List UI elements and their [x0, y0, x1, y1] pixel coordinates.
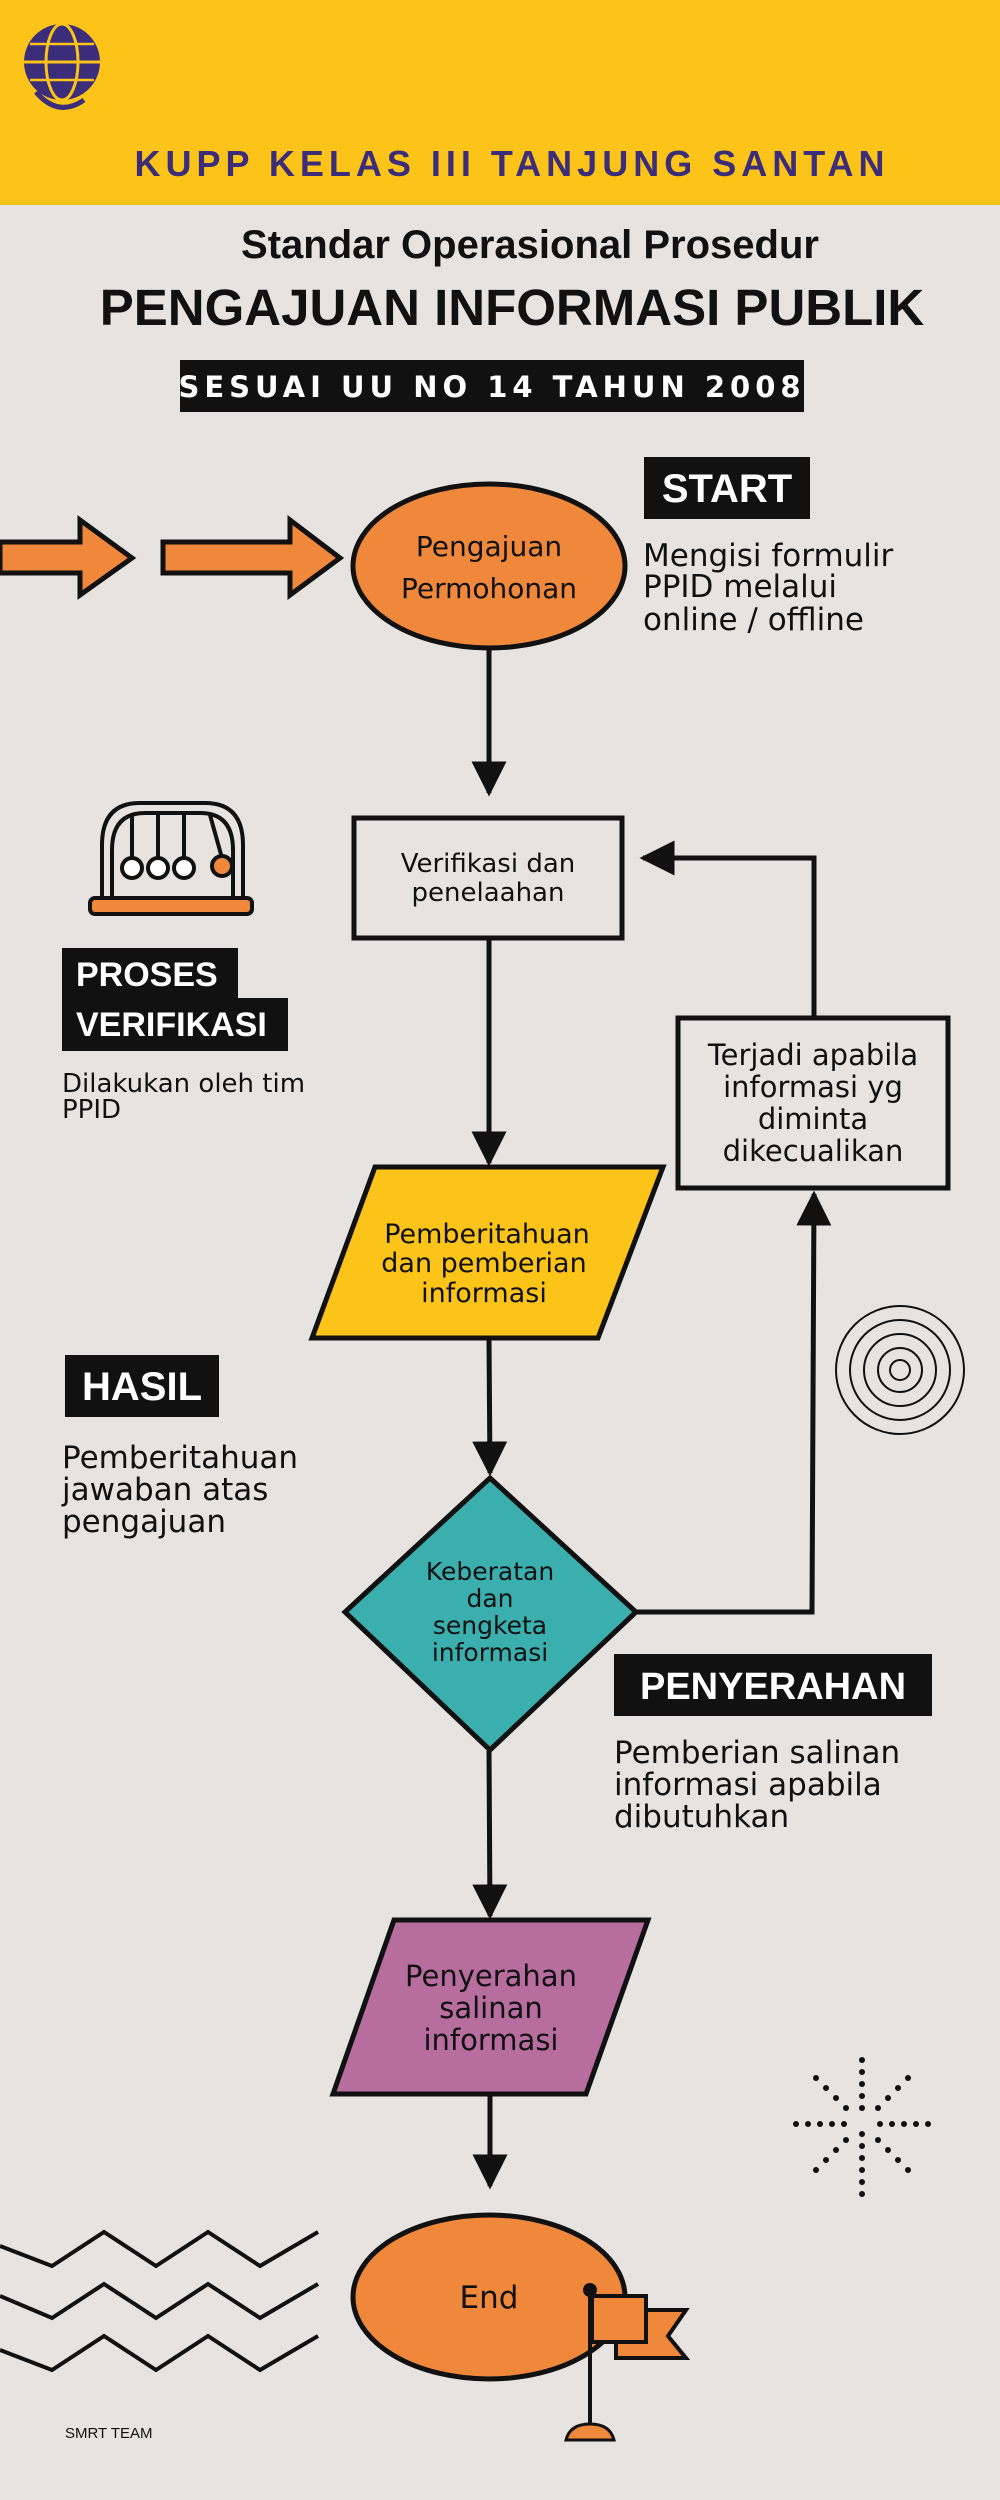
penyerahan-tag — [614, 1654, 932, 1716]
start-tag — [644, 457, 810, 519]
notice-node-text: Pemberitahuan dan pemberian informasi — [381, 1219, 590, 1309]
zigzag-lines-icon — [0, 2229, 320, 2373]
handover-node-text: Penyerahan salinan informasi — [405, 1959, 577, 2057]
start-node-line1: Pengajuan — [416, 530, 562, 563]
start-desc-line: PPID melalui — [643, 569, 837, 605]
start-description: Mengisi formulir PPID melalui online / o… — [643, 538, 894, 638]
dispute-node-text: Keberatan dan sengketa informasi — [426, 1557, 554, 1667]
newtons-cradle-icon — [88, 801, 254, 916]
verify-desc-line: Dilakukan oleh tim — [62, 1069, 305, 1099]
hasil-desc-line: jawaban atas — [61, 1472, 268, 1508]
notice-node-line: Pemberitahuan — [384, 1219, 590, 1250]
hasil-description: Pemberitahuan jawaban atas pengajuan — [61, 1440, 298, 1540]
org-name: KUPP KELAS III TANJUNG SANTAN — [134, 143, 889, 184]
start-desc-line: online / offline — [643, 602, 864, 638]
penyerahan-tag-text: PENYERAHAN — [640, 1666, 906, 1708]
verify-tag-line: VERIFIKASI — [76, 1006, 267, 1044]
start-node-line2: Permohonan — [401, 572, 577, 605]
start-desc-line: Mengisi formulir — [643, 538, 894, 574]
exception-node-line: Terjadi apabila — [707, 1038, 918, 1072]
start-node — [350, 481, 628, 651]
verify-node-line: Verifikasi dan — [401, 849, 576, 879]
connector-notice-dispute — [472, 1339, 508, 1477]
hasil-tag — [65, 1355, 219, 1417]
notice-node-line: dan pemberian — [381, 1248, 586, 1279]
verify-desc-line: PPID — [62, 1095, 121, 1125]
law-badge — [180, 360, 804, 412]
connector-exception-verify — [639, 840, 817, 1016]
handover-node-line: Penyerahan — [405, 1959, 577, 1993]
globe-logo-icon — [24, 22, 100, 110]
connector-dispute-handover — [472, 1749, 508, 1920]
footer-credit: SMRT TEAM — [65, 2425, 153, 2442]
arrow-right-icon — [160, 514, 345, 600]
penyerahan-desc-line: dibutuhkan — [614, 1799, 789, 1835]
exception-node-line: diminta — [758, 1102, 868, 1136]
handover-node-line: salinan — [439, 1991, 543, 2025]
hasil-tag-text: HASIL — [82, 1365, 202, 1409]
end-node-text: End — [460, 2280, 519, 2316]
verify-node — [351, 815, 625, 941]
title-line1: Standar Operasional Prosedur — [241, 223, 819, 267]
law-badge-text: SESUAI UU NO 14 TAHUN 2008 — [178, 370, 805, 404]
dispute-node-line: dan — [466, 1584, 513, 1613]
hasil-desc-line: Pemberitahuan — [62, 1440, 298, 1476]
arrow-right-icon — [0, 515, 137, 600]
title-line2: PENGAJUAN INFORMASI PUBLIK — [100, 279, 925, 336]
verify-tag-1 — [62, 948, 238, 1002]
dispute-node-line: Keberatan — [426, 1557, 554, 1586]
exception-node-line: dikecualikan — [723, 1134, 904, 1168]
verify-node-line: penelaahan — [412, 878, 565, 908]
exception-node-text: Terjadi apabila informasi yg diminta dik… — [707, 1038, 918, 1168]
verify-tag-line: PROSES — [76, 956, 218, 994]
header-band — [0, 0, 1000, 205]
dispute-node-line: informasi — [432, 1638, 548, 1667]
concentric-circles-icon — [835, 1305, 965, 1435]
penyerahan-desc-line: Pemberian salinan — [614, 1735, 900, 1771]
notice-node — [308, 1164, 667, 1341]
penyerahan-description: Pemberian salinan informasi apabila dibu… — [614, 1735, 900, 1835]
starburst-icon — [793, 2057, 931, 2197]
handover-node — [329, 1917, 652, 2097]
handover-node-line: informasi — [424, 2023, 559, 2057]
hasil-desc-line: pengajuan — [62, 1504, 226, 1540]
verify-tag-2 — [62, 998, 288, 1051]
dispute-node — [341, 1474, 640, 1754]
dispute-node-line: sengketa — [433, 1611, 547, 1640]
connector-dispute-exception — [636, 1190, 832, 1615]
start-tag-text: START — [662, 467, 792, 511]
exception-node — [675, 1015, 951, 1191]
penyerahan-desc-line: informasi apabila — [614, 1767, 882, 1803]
flag-icon — [564, 2283, 691, 2442]
notice-node-line: informasi — [421, 1278, 547, 1309]
exception-node-line: informasi yg — [723, 1070, 903, 1104]
